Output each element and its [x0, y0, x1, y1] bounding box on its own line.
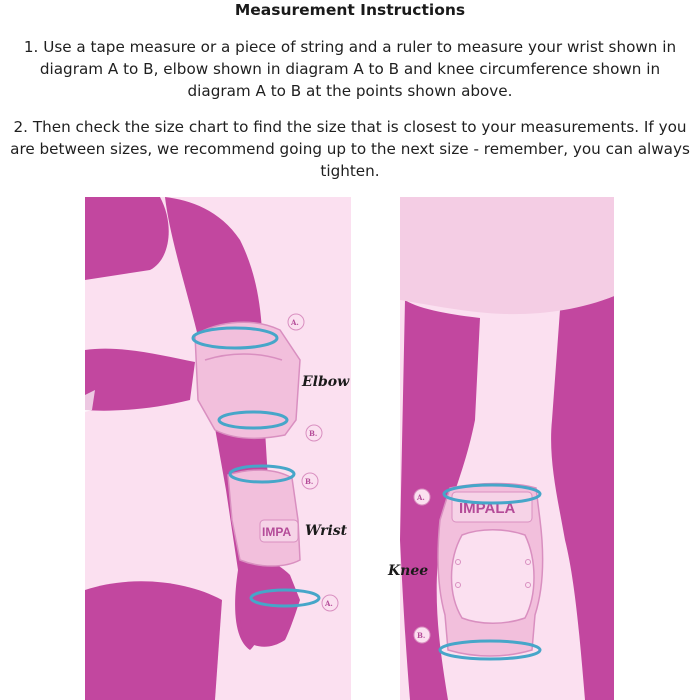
- knee-tape-a: [442, 483, 542, 505]
- measurement-diagram: IMPA A. B. B. A. Elbow Wrist: [85, 197, 614, 700]
- wrist-tape-b: [249, 588, 321, 608]
- leg-left: [400, 300, 480, 700]
- marker-knee-b: B.: [413, 626, 431, 644]
- marker-knee-a: A.: [413, 488, 431, 506]
- elbow-tape-a: [191, 326, 279, 350]
- wrist-guard: [227, 469, 301, 567]
- marker-wrist-b: A.: [321, 594, 339, 612]
- wrist-guard-brand: IMPA: [262, 525, 291, 539]
- svg-text:A.: A.: [324, 599, 333, 608]
- instruction-step-1: 1. Use a tape measure or a piece of stri…: [23, 38, 677, 100]
- marker-elbow-a: A.: [287, 313, 305, 331]
- torso-top: [85, 197, 169, 280]
- svg-text:B.: B.: [309, 429, 317, 438]
- knee-diagram: IMPALA A. B. Knee: [387, 197, 614, 700]
- elbow-tape-b: [217, 410, 289, 430]
- shorts: [400, 197, 614, 315]
- arm-diagram: IMPA A. B. B. A. Elbow Wrist: [85, 197, 351, 700]
- navel: [85, 390, 95, 412]
- waist: [85, 348, 195, 411]
- leg-right: [551, 296, 614, 700]
- elbow-pad: [194, 321, 301, 440]
- svg-text:B.: B.: [417, 631, 425, 640]
- instruction-step-2: 2. Then check the size chart to find the…: [10, 118, 690, 180]
- marker-elbow-b: B.: [305, 424, 323, 442]
- hand: [237, 558, 300, 647]
- marker-wrist-a: B.: [301, 472, 319, 490]
- svg-text:B.: B.: [305, 477, 313, 486]
- svg-text:A.: A.: [416, 493, 425, 502]
- page-title: Measurement Instructions: [234, 1, 466, 19]
- knee-label: Knee: [387, 563, 428, 579]
- svg-text:A.: A.: [290, 318, 299, 327]
- wrist-tape-a: [228, 464, 296, 484]
- knee-cap-shield: [450, 529, 535, 624]
- elbow-label: Elbow: [301, 374, 350, 390]
- thigh-left: [85, 581, 222, 700]
- knee-tape-b: [438, 639, 542, 661]
- wrist-label: Wrist: [305, 523, 348, 539]
